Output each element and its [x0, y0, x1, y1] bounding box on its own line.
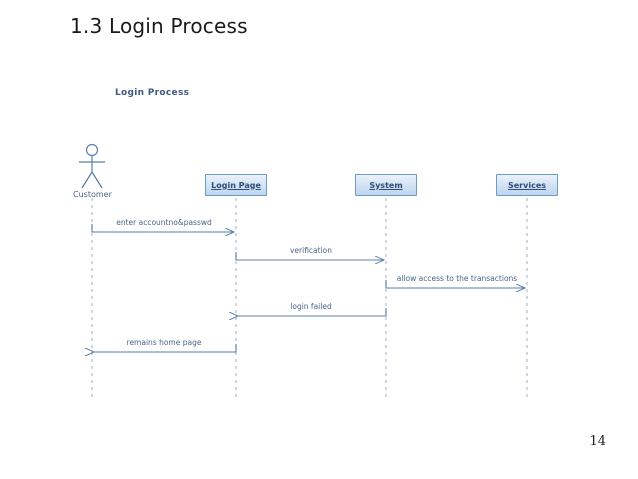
message-arrow-5: [94, 344, 237, 352]
diagram-caption: Login Process: [115, 88, 190, 98]
lifeline-box-system[interactable]: System: [355, 174, 417, 196]
actor-label-customer: Customer: [73, 190, 112, 199]
message-label-4: login failed: [290, 302, 332, 311]
lifeline-box-login-page-label: Login Page: [211, 180, 261, 190]
actor-stick-figure-icon: [79, 143, 105, 189]
message-arrow-3: [385, 280, 525, 288]
message-arrow-1: [91, 224, 234, 232]
lifeline-box-services-label: Services: [507, 180, 547, 190]
message-label-1: enter accountno&passwd: [116, 218, 212, 227]
message-arrow-4: [238, 308, 387, 316]
slide-title: 1.3 Login Process: [70, 14, 248, 38]
page-number: 14: [589, 434, 606, 449]
message-label-5: remains home page: [126, 338, 202, 347]
message-arrow-2: [235, 252, 384, 260]
message-label-2: verification: [289, 246, 333, 255]
diagram-canvas: [79, 143, 528, 400]
message-label-3: allow access to the transactions: [396, 274, 518, 283]
sequence-diagram: Login Process: [73, 88, 558, 400]
lifeline-box-services[interactable]: Services: [496, 174, 558, 196]
lifeline-box-system-label: System: [369, 180, 403, 190]
lifeline-box-login-page[interactable]: Login Page: [205, 174, 267, 196]
